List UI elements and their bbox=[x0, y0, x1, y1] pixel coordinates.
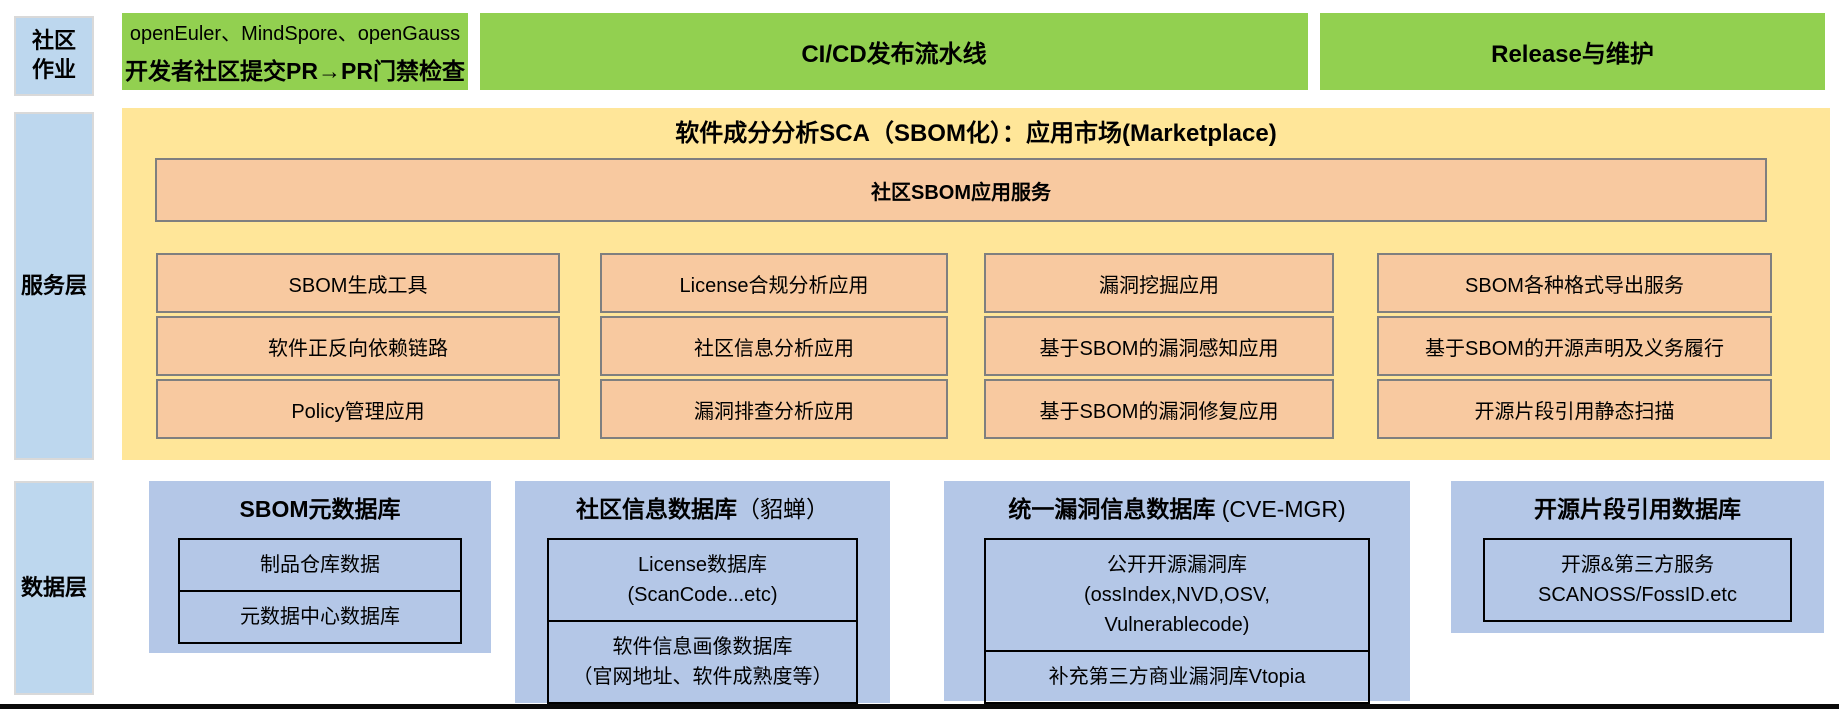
rail-label-community-work: 社区 作业 bbox=[14, 16, 94, 96]
database-title-text: 开源片段引用数据库 bbox=[1534, 496, 1741, 522]
database-unified-vulnerability: 统一漏洞信息数据库 (CVE-MGR) 公开开源漏洞库 (ossIndex,NV… bbox=[944, 481, 1410, 704]
app-box: 软件正反向依赖链路 bbox=[156, 316, 560, 376]
database-item-list: 公开开源漏洞库 (ossIndex,NVD,OSV, Vulnerablecod… bbox=[983, 538, 1371, 704]
database-opensource-snippet: 开源片段引用数据库 开源&第三方服务 SCANOSS/FossID.etc bbox=[1451, 481, 1824, 633]
app-box: License合规分析应用 bbox=[600, 253, 948, 313]
rail-label-data-layer: 数据层 bbox=[14, 481, 94, 695]
rail-label-service-layer: 服务层 bbox=[14, 112, 94, 460]
database-item-list: License数据库 (ScanCode...etc) 软件信息画像数据库 （官… bbox=[546, 538, 859, 704]
app-box: 基于SBOM的漏洞修复应用 bbox=[984, 379, 1334, 439]
app-box: 基于SBOM的漏洞感知应用 bbox=[984, 316, 1334, 376]
app-box: 基于SBOM的开源声明及义务履行 bbox=[1377, 316, 1772, 376]
service-column-export-compliance: SBOM各种格式导出服务 基于SBOM的开源声明及义务履行 开源片段引用静态扫描 bbox=[1377, 253, 1772, 442]
app-box: 漏洞排查分析应用 bbox=[600, 379, 948, 439]
app-box: SBOM生成工具 bbox=[156, 253, 560, 313]
database-community-info: 社区信息数据库（貂蝉） License数据库 (ScanCode...etc) … bbox=[515, 481, 890, 704]
database-item-list: 制品仓库数据 元数据中心数据库 bbox=[177, 538, 463, 644]
database-title-suffix: （貂蝉） bbox=[737, 496, 829, 522]
database-title-suffix: (CVE-MGR) bbox=[1215, 496, 1346, 522]
community-projects-label: openEuler、MindSpore、openGauss bbox=[129, 23, 461, 45]
database-title: 社区信息数据库（貂蝉） bbox=[515, 493, 890, 525]
community-pr-box: openEuler、MindSpore、openGauss 开发者社区提交PR→… bbox=[122, 13, 468, 90]
app-box: 开源片段引用静态扫描 bbox=[1377, 379, 1772, 439]
database-item: License数据库 (ScanCode...etc) bbox=[627, 554, 778, 606]
app-box: Policy管理应用 bbox=[156, 379, 560, 439]
database-title: 开源片段引用数据库 bbox=[1451, 493, 1824, 525]
database-item: 补充第三方商业漏洞库Vtopia bbox=[985, 650, 1369, 702]
database-item: 公开开源漏洞库 (ossIndex,NVD,OSV, Vulnerablecod… bbox=[1083, 554, 1270, 636]
bottom-divider bbox=[0, 704, 1839, 709]
release-maintenance-box: Release与维护 bbox=[1320, 13, 1825, 90]
database-item: 软件信息画像数据库 （官网地址、软件成熟度等） bbox=[548, 620, 857, 702]
database-item-list: 开源&第三方服务 SCANOSS/FossID.etc bbox=[1482, 538, 1793, 622]
database-title: SBOM元数据库 bbox=[149, 493, 491, 525]
database-item: 开源&第三方服务 SCANOSS/FossID.etc bbox=[1538, 554, 1737, 606]
app-box: SBOM各种格式导出服务 bbox=[1377, 253, 1772, 313]
service-column-vulnerability: 漏洞挖掘应用 基于SBOM的漏洞感知应用 基于SBOM的漏洞修复应用 bbox=[984, 253, 1334, 442]
database-item: 制品仓库数据 bbox=[260, 554, 380, 576]
cicd-pipeline-box: CI/CD发布流水线 bbox=[480, 13, 1308, 90]
database-title-text: 社区信息数据库 bbox=[576, 496, 737, 522]
service-column-sbom-tools: SBOM生成工具 软件正反向依赖链路 Policy管理应用 bbox=[156, 253, 560, 442]
database-title-text: SBOM元数据库 bbox=[239, 496, 401, 522]
app-box: 社区信息分析应用 bbox=[600, 316, 948, 376]
sca-marketplace-title: 软件成分分析SCA（SBOM化）：应用市场(Marketplace) bbox=[675, 119, 1277, 147]
database-sbom-metadata: SBOM元数据库 制品仓库数据 元数据中心数据库 bbox=[149, 481, 491, 653]
service-layer-panel: 软件成分分析SCA（SBOM化）：应用市场(Marketplace) 社区SBO… bbox=[122, 108, 1830, 460]
pr-gate-check-label: 开发者社区提交PR→PR门禁检查 bbox=[125, 58, 465, 84]
app-box: 漏洞挖掘应用 bbox=[984, 253, 1334, 313]
database-title: 统一漏洞信息数据库 (CVE-MGR) bbox=[944, 493, 1410, 525]
database-title-text: 统一漏洞信息数据库 bbox=[1008, 496, 1216, 522]
community-sbom-service-box: 社区SBOM应用服务 bbox=[155, 158, 1767, 222]
database-item: 元数据中心数据库 bbox=[179, 590, 461, 642]
service-column-license-analysis: License合规分析应用 社区信息分析应用 漏洞排查分析应用 bbox=[600, 253, 948, 442]
